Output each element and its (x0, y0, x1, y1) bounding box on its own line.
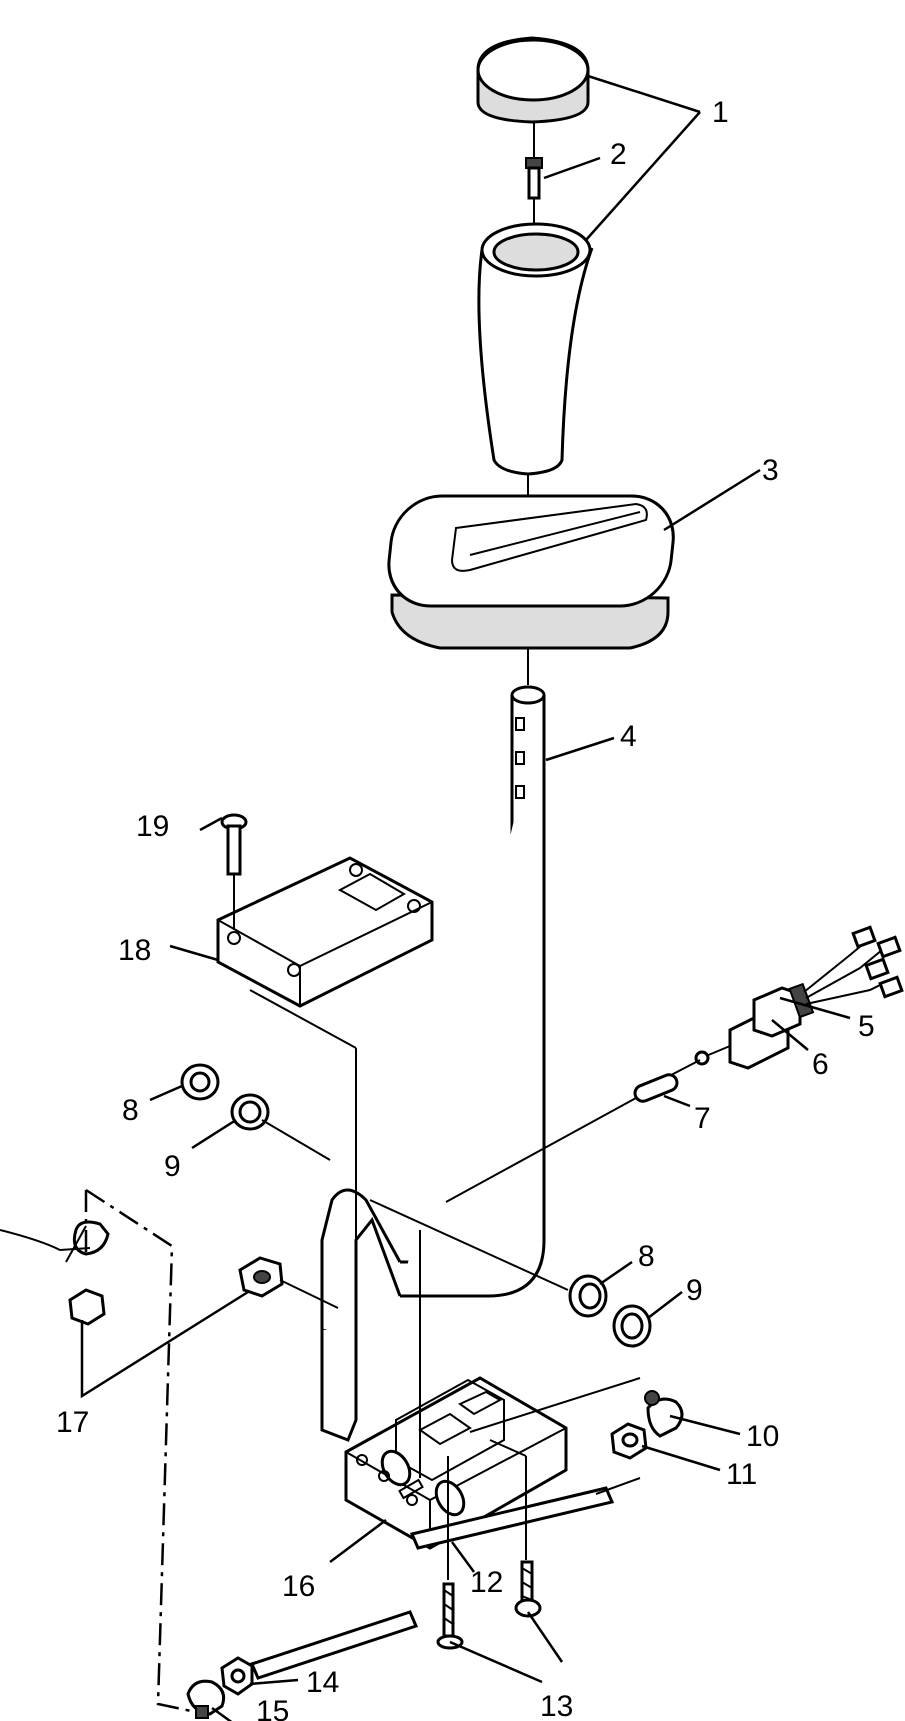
callout-3: 3 (762, 454, 779, 487)
callout-9a: 9 (164, 1150, 181, 1183)
callout-10: 10 (746, 1420, 779, 1453)
callout-16: 16 (282, 1570, 315, 1603)
mounting-screw-right (489, 1439, 542, 1618)
callout-17: 17 (56, 1406, 89, 1439)
rod-end-left (186, 1656, 254, 1719)
callout-12: 12 (470, 1566, 503, 1599)
cover-plate (216, 856, 434, 1338)
washer-right-8 (568, 1274, 608, 1318)
callout-4: 4 (620, 720, 637, 753)
washer-right-9 (612, 1304, 652, 1348)
linkage-nut (0, 1220, 110, 1326)
neutral-switch (694, 925, 904, 1070)
washer-left-9 (230, 1093, 270, 1131)
callout-15: 15 (256, 1695, 289, 1721)
callout-14: 14 (306, 1666, 339, 1699)
spacer-tube (445, 1059, 701, 1203)
callout-19: 19 (136, 810, 169, 843)
washer-left-8 (180, 1063, 220, 1101)
callout-9b: 9 (686, 1274, 703, 1307)
callout-6: 6 (812, 1048, 829, 1081)
linkage-centerline (85, 1188, 197, 1714)
cover-bolt (220, 813, 248, 930)
shift-rod (249, 1477, 641, 1680)
callout-13: 13 (540, 1690, 573, 1721)
lever-nut (238, 1256, 339, 1309)
callout-7: 7 (694, 1102, 711, 1135)
callout-8b: 8 (638, 1240, 655, 1273)
shift-boot (387, 494, 675, 650)
shift-lever (320, 648, 546, 1442)
shift-knob-body (477, 222, 594, 520)
callout-8a: 8 (122, 1094, 139, 1127)
shift-gate-base (344, 1230, 568, 1550)
callout-18: 18 (118, 934, 151, 967)
callout-2: 2 (610, 138, 627, 171)
callout-5: 5 (858, 1010, 875, 1043)
shift-knob-cap (476, 36, 590, 124)
callout-11: 11 (726, 1458, 757, 1491)
callout-1: 1 (712, 96, 729, 129)
mounting-screw-left (436, 1456, 464, 1650)
